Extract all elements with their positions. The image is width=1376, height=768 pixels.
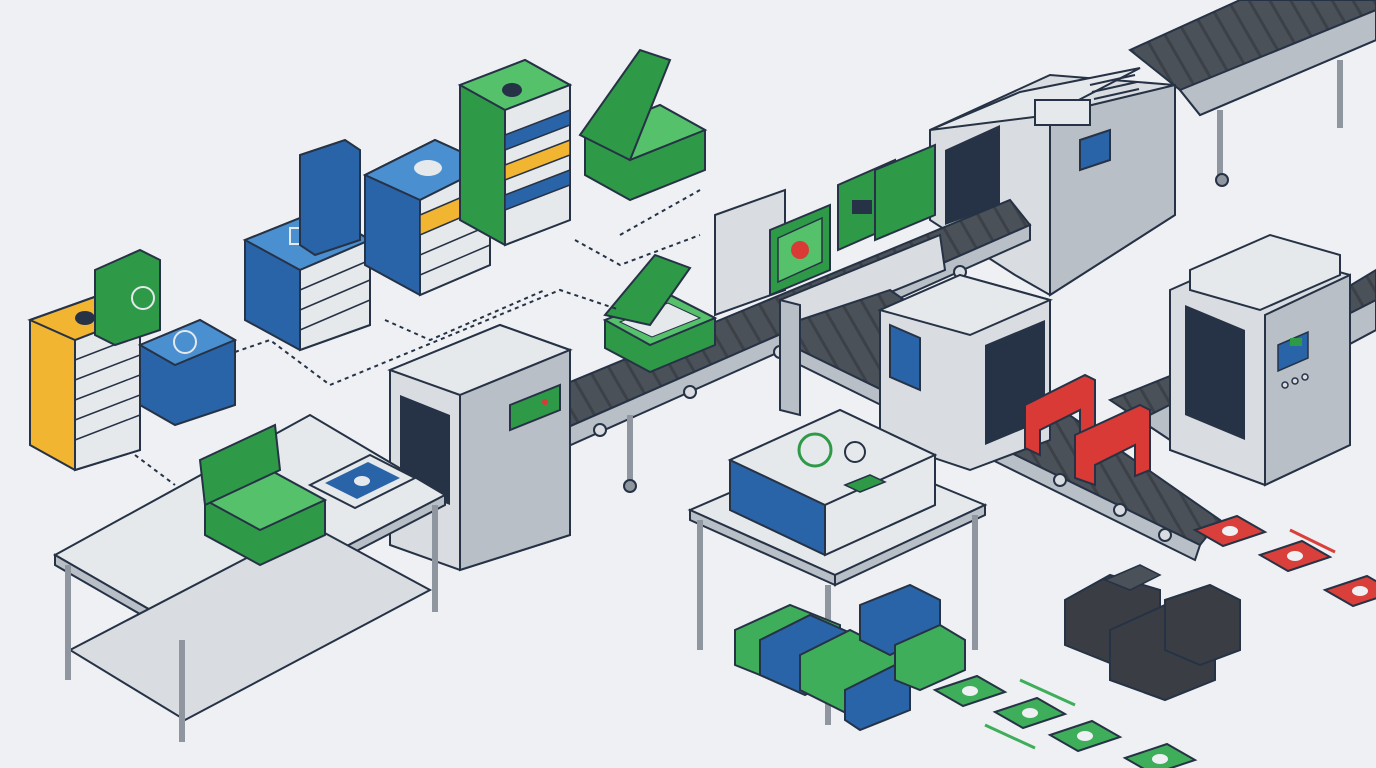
compass-icon: [797, 432, 833, 468]
binder-stack-blue-checklist: [242, 138, 373, 352]
rat-icon: [414, 160, 442, 176]
bug-report-sheet: [307, 453, 418, 510]
cash-blocks: [734, 583, 966, 732]
bug-icon: [75, 311, 95, 325]
clock-icon: [131, 286, 155, 310]
open-toolbox-belt: [602, 253, 718, 374]
binder-stack-green-bug: [457, 58, 573, 247]
strategy-binder: [727, 408, 938, 557]
rubble-pile: [1064, 564, 1241, 702]
money-bill: [1322, 574, 1376, 608]
packing-machine-top: [929, 67, 1176, 297]
conveyor-top-right: [1128, 0, 1376, 187]
center-frame: [778, 233, 947, 417]
money-bill: [1257, 539, 1333, 573]
money-bill: [1047, 719, 1123, 753]
handshake-icon: [843, 474, 887, 493]
magnifier-icon: [844, 441, 866, 463]
rejected-parts: [1024, 373, 1151, 487]
open-toolbox-top: [578, 48, 708, 202]
sorting-machine-right: [1169, 233, 1351, 487]
binder-stack-green-clock: [94, 248, 161, 347]
money-bill: [1122, 742, 1198, 768]
flow-arrows: [134, 189, 1336, 750]
inspection-scanner-left: [387, 323, 573, 572]
money-bill: [992, 696, 1068, 730]
open-toolbox-table: [198, 423, 328, 567]
money-bill: [932, 674, 1008, 708]
money-bill: [1192, 514, 1268, 548]
binder-stack-blue-rat: [362, 138, 493, 297]
bug-icon: [502, 83, 522, 97]
bug-icon: [354, 476, 370, 486]
inspection-scanner-center: [877, 273, 1053, 472]
clock-icon: [173, 330, 197, 354]
red-money-bills: [1192, 514, 1376, 608]
green-money-bills: [932, 674, 1198, 768]
inspection-gates: [714, 143, 936, 317]
binder-stack-blue-clock: [137, 318, 238, 427]
